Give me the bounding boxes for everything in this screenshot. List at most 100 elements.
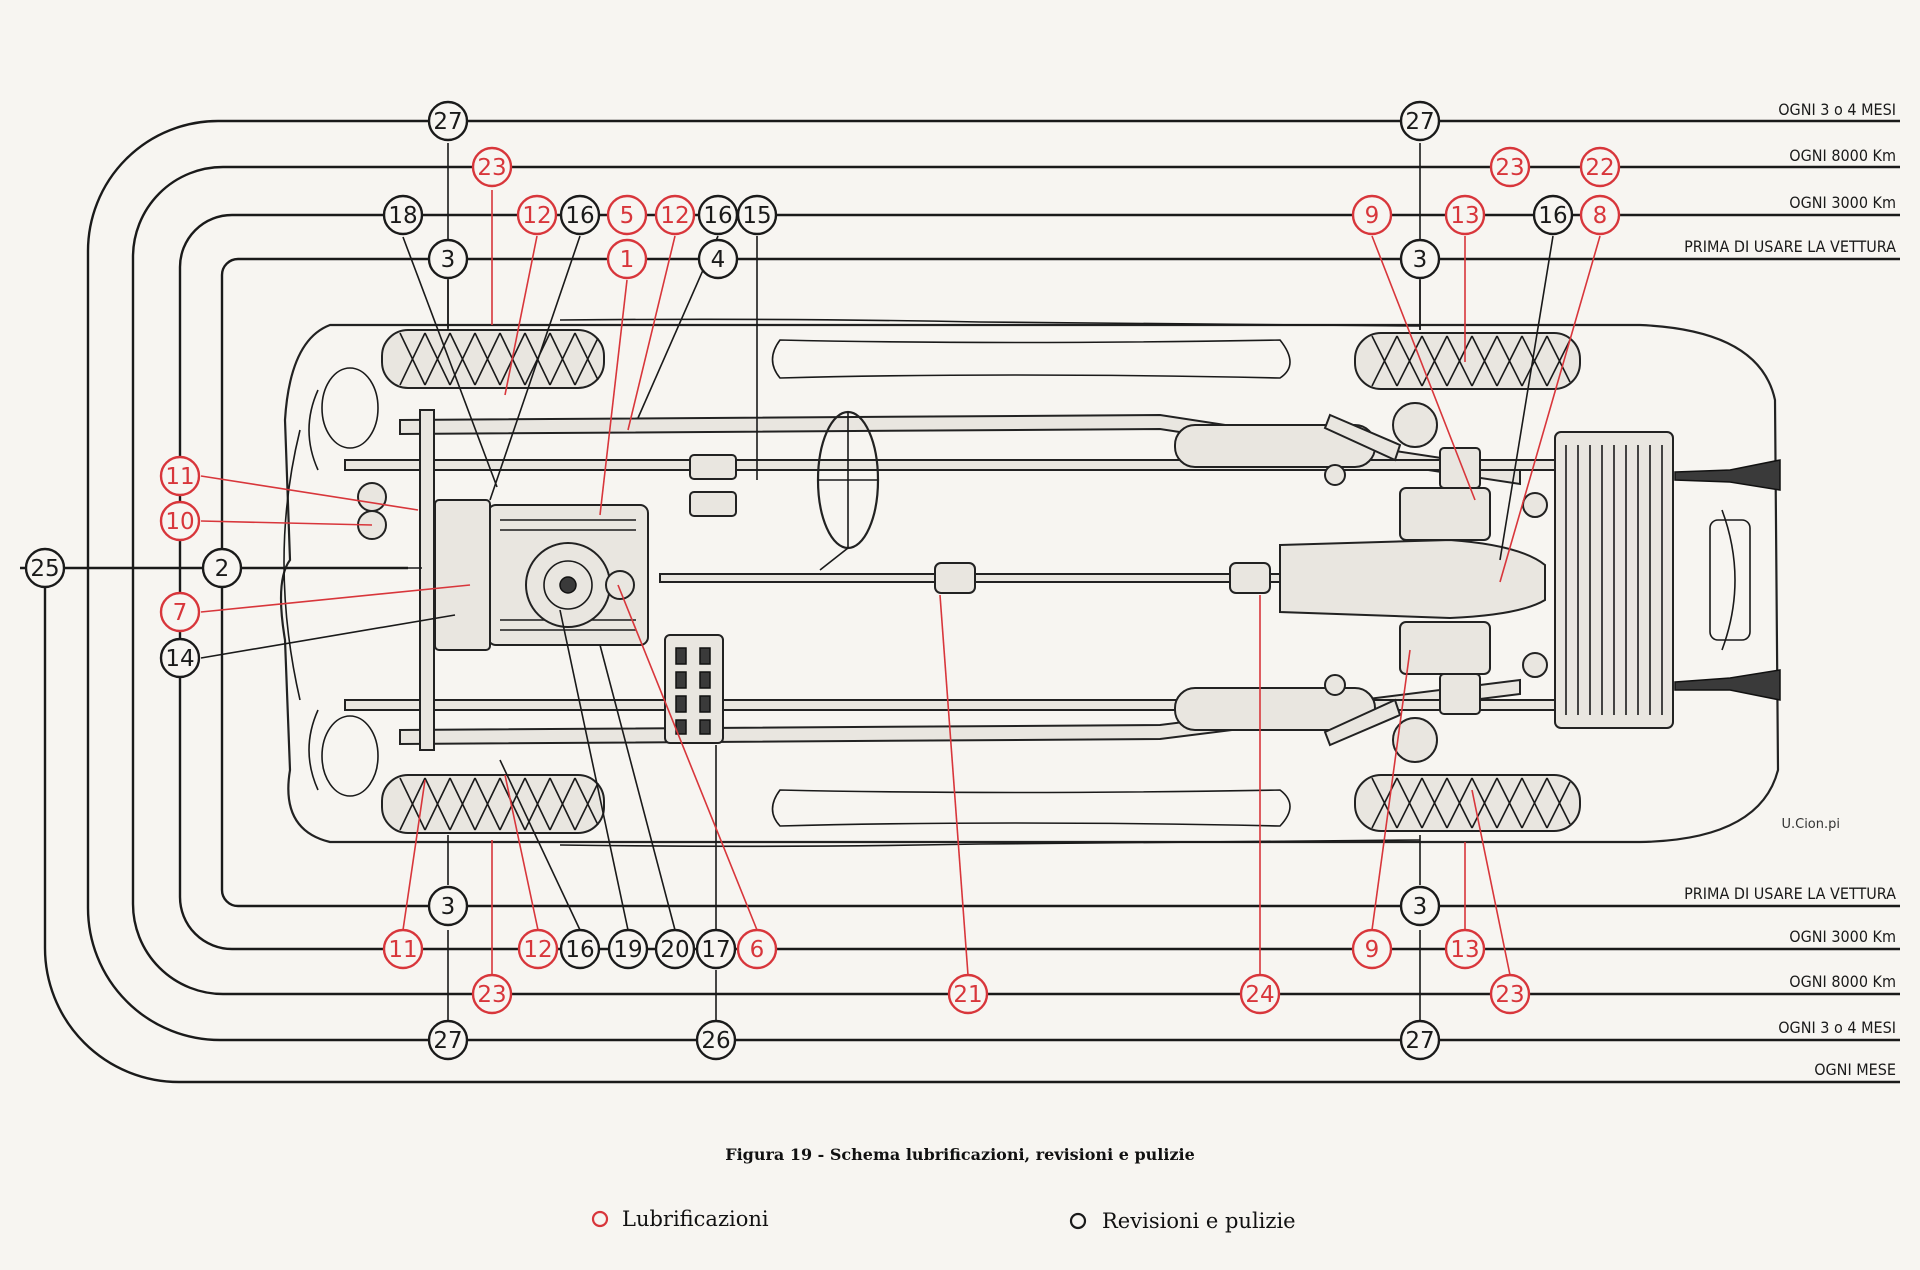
part-marker-number: 11 [388,937,417,963]
part-marker-number: 21 [953,982,982,1008]
part-marker-number: 16 [703,203,732,229]
part-marker-27: 27 [427,100,469,142]
label-bottom-ogni-3000: OGNI 3000 Km [1789,927,1896,946]
car-chassis [279,318,1781,848]
part-marker-9: 9 [1351,928,1393,970]
part-marker-circle [427,885,469,927]
part-marker-6: 6 [736,928,778,970]
part-marker-circle [1351,194,1393,236]
part-marker-18: 18 [382,194,424,236]
part-marker-number: 20 [660,937,689,963]
part-marker-number: 9 [1365,937,1380,963]
part-marker-12: 12 [516,194,558,236]
part-marker-number: 3 [441,247,456,273]
label-top-ogni-3000: OGNI 3000 Km [1789,193,1896,212]
part-marker-circle [1399,100,1441,142]
part-marker-circle [1579,194,1621,236]
part-marker-16: 16 [559,928,601,970]
part-marker-12: 12 [654,194,696,236]
rear-right-wheel [1354,774,1581,832]
part-marker-circle [1532,194,1574,236]
part-marker-circle [559,928,601,970]
legend-revision-label: Revisioni e pulizie [1102,1209,1296,1233]
part-marker-number: 18 [388,203,417,229]
part-marker-11: 11 [382,928,424,970]
label-top-prima: PRIMA DI USARE LA VETTURA [1684,237,1896,256]
part-marker-circle [1399,238,1441,280]
part-marker-circle [697,238,739,280]
part-marker-number: 16 [1538,203,1567,229]
illustrator-signature: U.Cion.pi [1781,817,1840,832]
part-marker-number: 10 [165,509,194,535]
part-marker-circle [24,547,66,589]
part-marker-25: 25 [24,547,66,589]
part-marker-number: 13 [1450,937,1479,963]
part-marker-number: 1 [620,247,635,273]
part-marker-number: 3 [1413,247,1428,273]
part-marker-circle [654,928,696,970]
part-marker-number: 6 [750,937,765,963]
part-marker-circle [1579,146,1621,188]
part-marker-19: 19 [607,928,649,970]
part-marker-circle [517,928,559,970]
part-marker-number: 25 [30,556,59,582]
part-marker-16: 16 [1532,194,1574,236]
part-marker-17: 17 [695,928,737,970]
label-bottom-ogni-3-4-mesi: OGNI 3 o 4 MESI [1778,1018,1896,1037]
part-marker-27: 27 [427,1019,469,1061]
part-marker-13: 13 [1444,928,1486,970]
interval-labels: OGNI 3 o 4 MESI OGNI 8000 Km OGNI 3000 K… [1684,100,1896,1079]
part-marker-number: 22 [1585,155,1614,181]
part-marker-16: 16 [697,194,739,236]
part-marker-10: 10 [159,500,201,542]
part-marker-circle [606,194,648,236]
part-marker-number: 23 [1495,155,1524,181]
part-marker-number: 24 [1245,982,1274,1008]
part-marker-1: 1 [606,238,648,280]
legend-black-circle-icon [1069,1212,1087,1230]
part-marker-23: 23 [471,973,513,1015]
part-marker-number: 7 [173,600,188,626]
label-bottom-ogni-8000: OGNI 8000 Km [1789,972,1896,991]
part-marker-circle [516,194,558,236]
part-marker-circle [1489,146,1531,188]
part-marker-number: 2 [215,556,230,582]
part-marker-number: 16 [565,937,594,963]
interval-lines [20,119,1900,1084]
part-marker-3: 3 [427,238,469,280]
part-marker-circle [159,637,201,679]
part-marker-number: 17 [701,937,730,963]
legend-red-circle-icon [591,1210,609,1228]
part-marker-number: 3 [441,894,456,920]
part-marker-circle [695,928,737,970]
part-marker-circle [201,547,243,589]
part-marker-3: 3 [1399,885,1441,927]
part-marker-circle [654,194,696,236]
part-marker-15: 15 [736,194,778,236]
part-marker-circle [559,194,601,236]
part-marker-number: 14 [165,646,194,672]
part-marker-number: 27 [433,109,462,135]
part-marker-circle [427,238,469,280]
leader-lines [200,143,1601,1020]
front-left-wheel [381,329,605,389]
part-marker-23: 23 [471,146,513,188]
part-marker-number: 4 [711,247,726,273]
part-marker-number: 26 [701,1028,730,1054]
part-marker-circle [382,194,424,236]
part-marker-circle [1399,1019,1441,1061]
label-top-ogni-3-4-mesi: OGNI 3 o 4 MESI [1778,100,1896,119]
part-marker-number: 13 [1450,203,1479,229]
part-marker-9: 9 [1351,194,1393,236]
label-bottom-ogni-mese: OGNI MESE [1814,1060,1896,1079]
part-marker-16: 16 [559,194,601,236]
part-marker-circle [382,928,424,970]
part-marker-24: 24 [1239,973,1281,1015]
part-marker-23: 23 [1489,146,1531,188]
part-marker-circle [1351,928,1393,970]
part-marker-8: 8 [1579,194,1621,236]
part-marker-number: 5 [620,203,635,229]
part-marker-4: 4 [697,238,739,280]
